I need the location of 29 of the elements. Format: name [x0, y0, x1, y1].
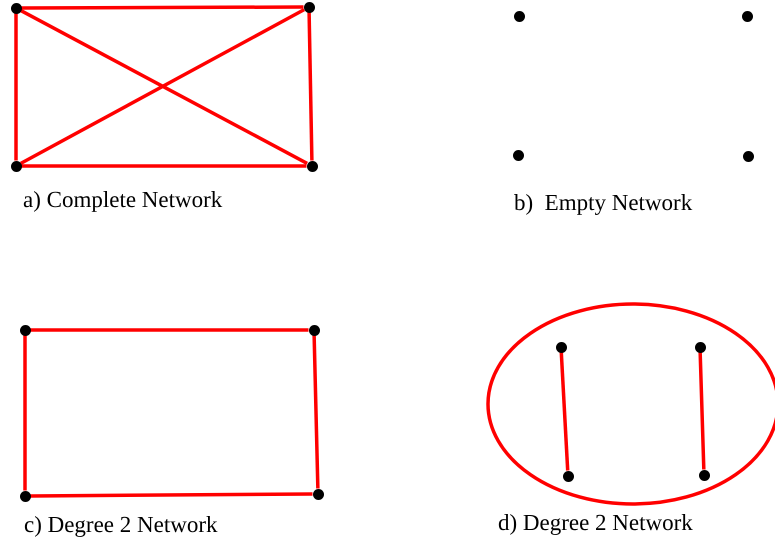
edge-line [23, 336, 27, 490]
vertex-dot [10, 160, 22, 172]
panel-caption: b) Empty Network [514, 189, 692, 217]
edge-line [307, 12, 314, 161]
vertex-dot [556, 342, 566, 352]
vertex-dot [306, 160, 318, 172]
vertex-dot [308, 324, 320, 336]
vertex-dot [304, 2, 314, 12]
vertex-dot [694, 342, 706, 352]
vertex-dot [514, 10, 524, 22]
vertex-dot [698, 470, 710, 480]
edge-line [22, 5, 304, 10]
vertex-dot [20, 490, 30, 502]
edge-line [30, 492, 313, 498]
edge-line [312, 335, 320, 489]
panel-caption: d) Degree 2 Network [498, 509, 693, 537]
vertex-dot [20, 324, 30, 336]
vertex-dot [10, 2, 22, 14]
panel-caption: a) Complete Network [23, 186, 222, 214]
vertex-dot [512, 150, 524, 160]
vertex-dot [742, 150, 754, 162]
edge-line [22, 164, 306, 168]
vertex-dot [312, 488, 324, 500]
edge-line [30, 328, 308, 332]
panel-caption: c) Degree 2 Network [24, 511, 218, 539]
edge-line [14, 14, 18, 160]
edge-line [698, 352, 706, 470]
vertex-dot [742, 10, 752, 22]
vertex-dot [562, 470, 574, 482]
